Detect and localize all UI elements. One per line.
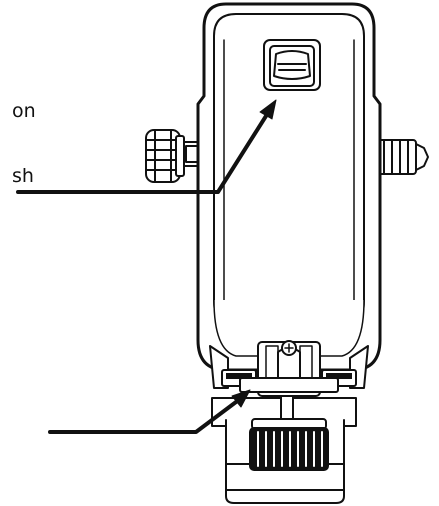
truncated-label-2: sh [12,165,34,187]
right-side-knob [375,139,429,175]
left-side-knob [145,129,209,183]
knurled-knob [249,418,329,471]
truncated-label-1: on [12,100,36,122]
callout-arrow-bottom [48,389,251,434]
housing-body [196,2,382,372]
latch-assembly [209,340,369,397]
callout-arrow-top [16,99,277,194]
top-push-button [263,39,321,91]
